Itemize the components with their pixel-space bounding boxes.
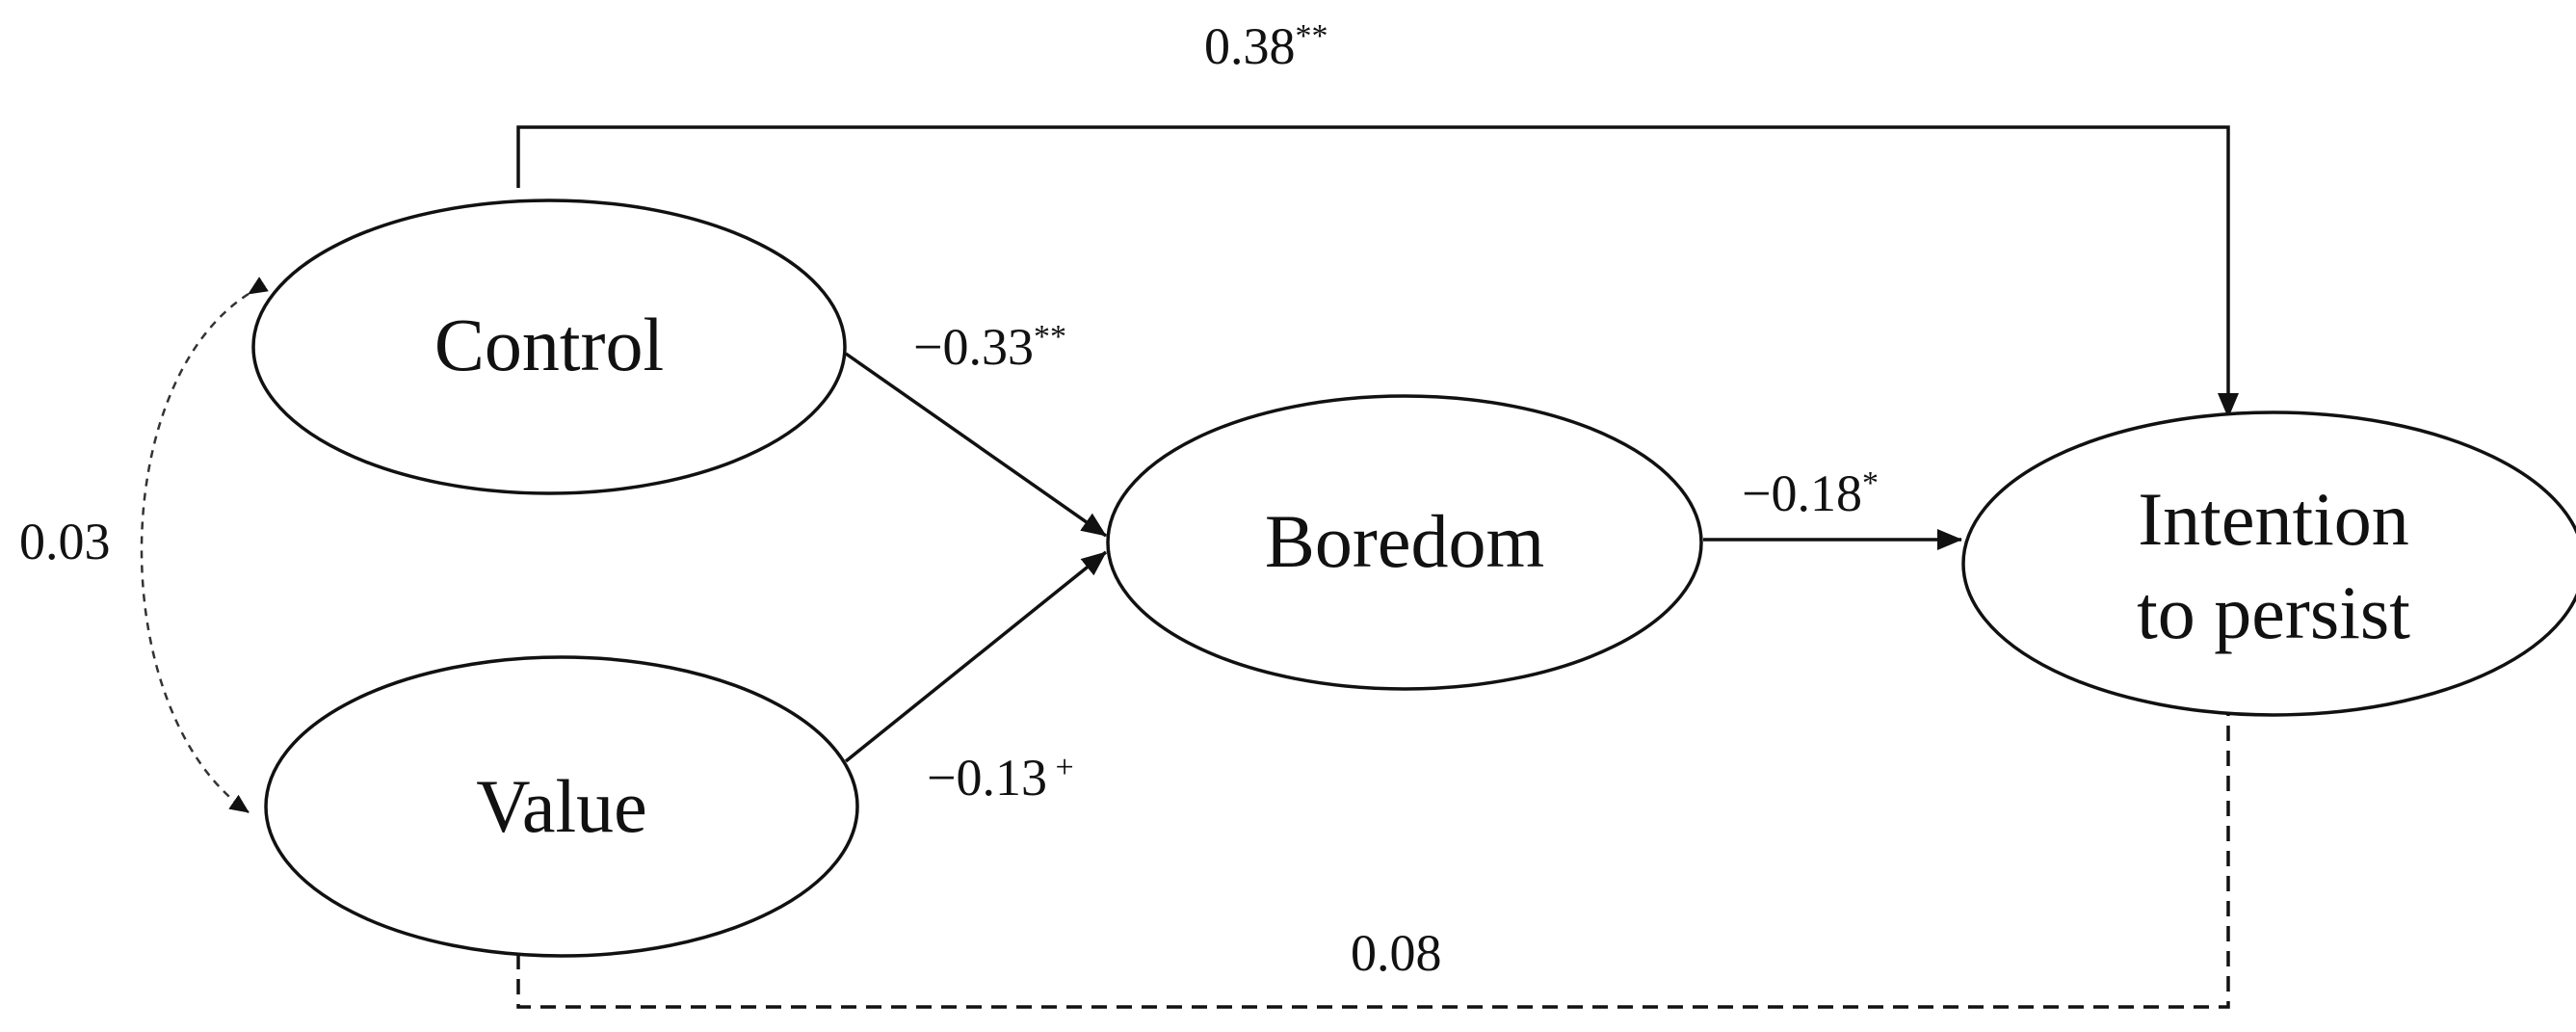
coef-control-to-intention: 0.38** — [1204, 17, 1328, 75]
coef-control-to-intention-value: 0.38 — [1204, 17, 1296, 75]
path-control-value-covariance — [140, 277, 269, 814]
coef-control-to-intention-sig: ** — [1296, 18, 1328, 54]
coef-control-value-covariance-value: 0.03 — [19, 513, 111, 570]
node-intention-label-line1: Intention — [2138, 477, 2409, 561]
node-control-label: Control — [434, 303, 664, 386]
node-control: Control — [251, 198, 847, 495]
coef-control-to-boredom-sig: ** — [1034, 319, 1066, 355]
coef-value-to-boredom-value: −0.13 — [927, 749, 1047, 807]
path-control-to-boredom — [844, 352, 1108, 538]
coef-value-to-intention-value: 0.08 — [1351, 924, 1442, 982]
path-value-to-boredom — [844, 550, 1108, 763]
coef-value-to-boredom: −0.13 + — [927, 749, 1074, 807]
coef-boredom-to-intention-value: −0.18 — [1742, 464, 1862, 522]
path-value-to-intention — [516, 713, 2230, 1009]
node-boredom-label: Boredom — [1265, 499, 1544, 583]
coef-boredom-to-intention-sig: * — [1862, 465, 1879, 501]
node-boredom: Boredom — [1106, 394, 1703, 691]
coef-value-to-intention: 0.08 — [1351, 924, 1442, 982]
node-intention-to-persist: Intention to persist — [1961, 410, 2576, 717]
coef-control-to-boredom-value: −0.33 — [913, 318, 1034, 376]
coef-boredom-to-intention: −0.18* — [1742, 464, 1879, 522]
coef-control-value-covariance: 0.03 — [19, 513, 111, 570]
coef-value-to-boredom-sig: + — [1047, 750, 1074, 785]
node-value-label: Value — [476, 764, 647, 848]
node-value: Value — [264, 655, 859, 958]
coef-control-to-boredom: −0.33** — [913, 318, 1066, 376]
path-control-to-intention — [516, 125, 2239, 418]
node-intention-label-line2: to persist — [2137, 570, 2410, 654]
